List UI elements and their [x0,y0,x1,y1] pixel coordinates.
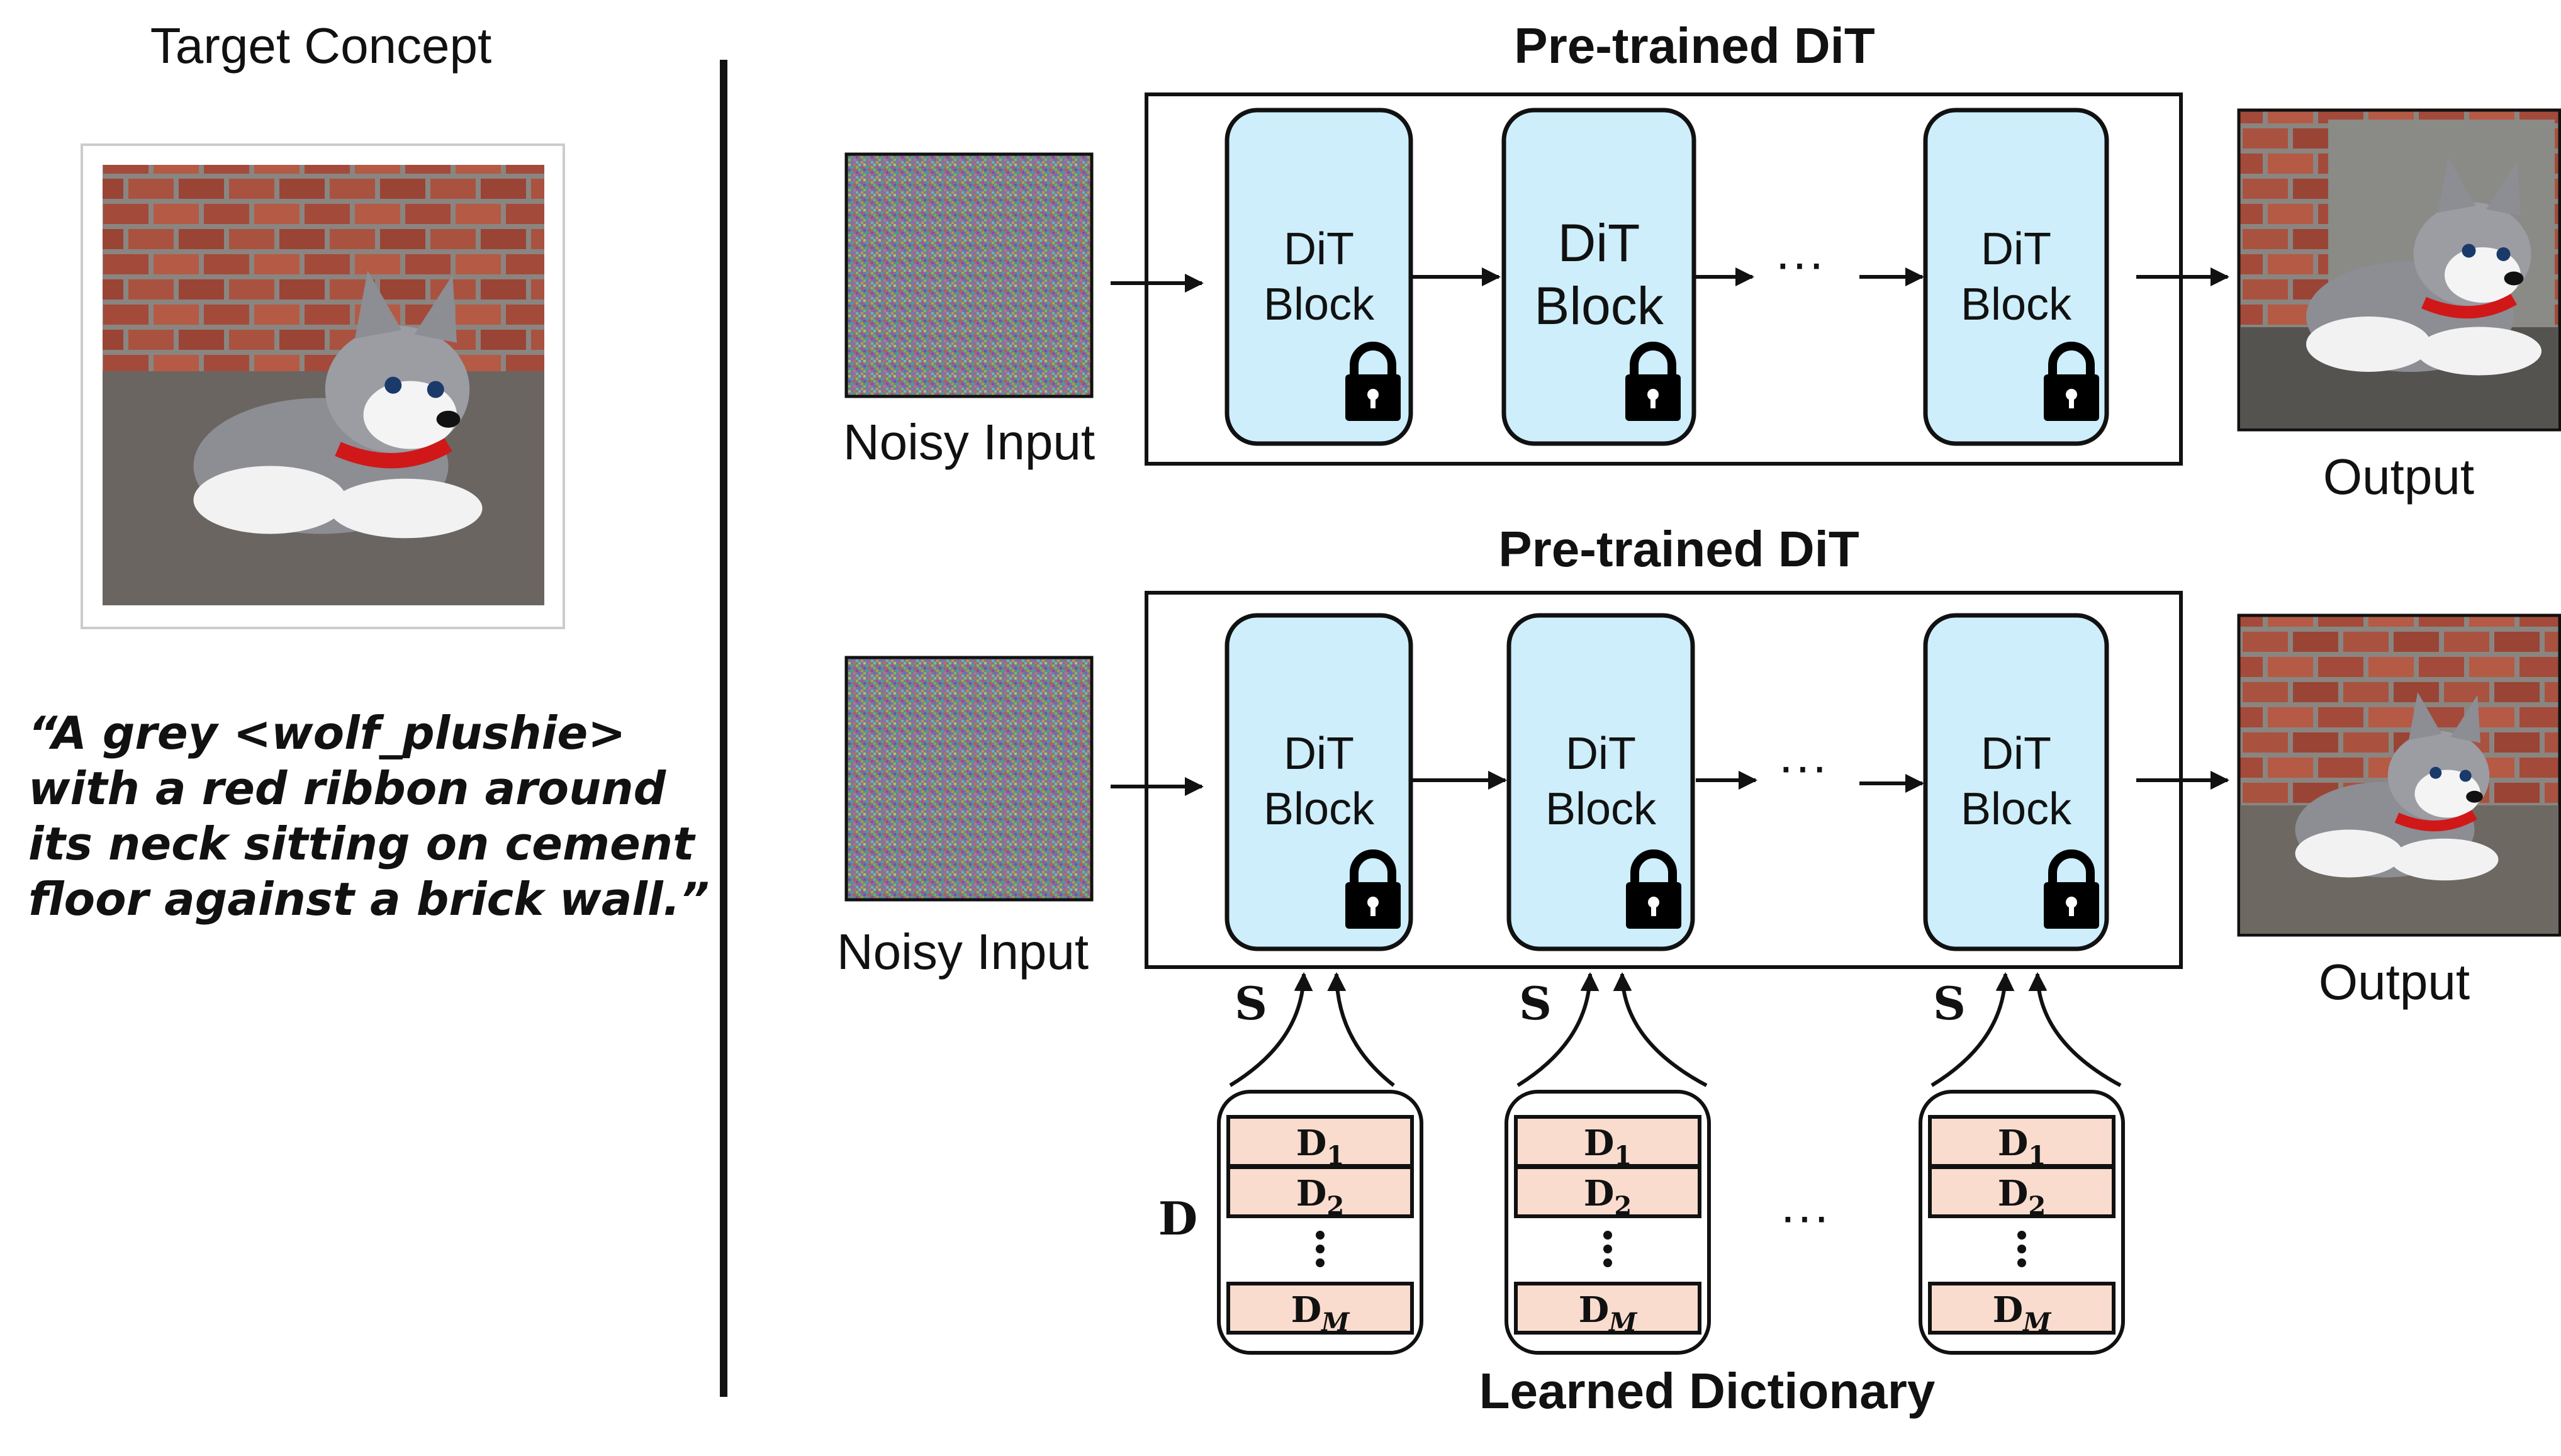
top-pipeline-title: Pre-trained DiT [1514,18,1875,74]
top-dit-frame [1145,92,2183,466]
bottom-ellipsis: ··· [1778,738,1828,794]
bottom-dit-block-1: DiT Block [1224,613,1413,951]
top-noisy-input-image [844,152,1094,398]
top-ellipsis: ··· [1774,235,1825,291]
curved-arrow-2b [1613,972,1708,1087]
bottom-noisy-input-label: Noisy Input [837,924,1089,980]
svg-text:DiT: DiT [1981,729,2051,779]
svg-text:DiT: DiT [1981,224,2051,274]
dictionary-ellipsis: ··· [1779,1188,1830,1244]
svg-text:Block: Block [1961,784,2072,834]
curved-arrow-3a [1931,972,2015,1087]
svg-text:DiT: DiT [1558,213,1640,272]
top-output-label: Output [2323,449,2474,505]
svg-text:DM: DM [1291,1289,1351,1337]
svg-text:Block: Block [1961,279,2072,330]
curved-arrow-1b [1327,972,1395,1087]
learned-dictionary-caption: Learned Dictionary [1479,1363,1936,1419]
bottom-output-image [2237,613,2561,937]
top-noisy-input-label: Noisy Input [843,414,1095,470]
bottom-noisy-input-image [844,656,1094,902]
curved-arrow-2a [1516,972,1600,1087]
svg-text:Block: Block [1534,276,1664,335]
top-dit-block-3: DiT Block [1923,108,2109,446]
bottom-pipeline-title: Pre-trained DiT [1498,521,1859,577]
svg-text:D2: D2 [1296,1173,1344,1221]
svg-text:DM: DM [1993,1289,2053,1337]
s-label-3: S [1933,977,1966,1030]
svg-text:Block: Block [1264,784,1375,834]
curved-arrow-3b [2028,972,2122,1087]
svg-text:Block: Block [1264,279,1375,330]
curved-arrow-1a [1229,972,1313,1087]
dictionary-3: D1 D2 DM [1919,1090,2125,1355]
bottom-dit-block-3: DiT Block [1923,613,2109,951]
svg-text:D1: D1 [1296,1123,1344,1170]
d-label: D [1158,1192,1197,1245]
top-output-image [2237,108,2561,432]
bottom-dit-block-2: DiT Block [1506,613,1695,951]
svg-text:DM: DM [1579,1289,1639,1337]
svg-text:Block: Block [1545,784,1657,834]
target-concept-title: Target Concept [150,18,492,74]
svg-text:DiT: DiT [1284,224,1354,274]
s-label-2: S [1519,977,1552,1030]
s-label-1: S [1235,977,1267,1030]
concept-prompt: “A grey <wolf_plushie> with a red ribbon… [28,707,710,926]
svg-text:D2: D2 [1584,1173,1632,1221]
target-concept-photo [103,165,544,605]
top-dit-block-2: DiT Block [1501,108,1696,446]
top-dit-block-1: DiT Block [1224,108,1413,446]
bottom-output-label: Output [2319,954,2470,1010]
svg-text:DiT: DiT [1284,729,1354,779]
svg-text:D2: D2 [1998,1173,2046,1221]
dictionary-1: D1 D2 DM [1217,1090,1423,1355]
dictionary-2: D1 D2 DM [1505,1090,1711,1355]
svg-text:DiT: DiT [1566,729,1636,779]
